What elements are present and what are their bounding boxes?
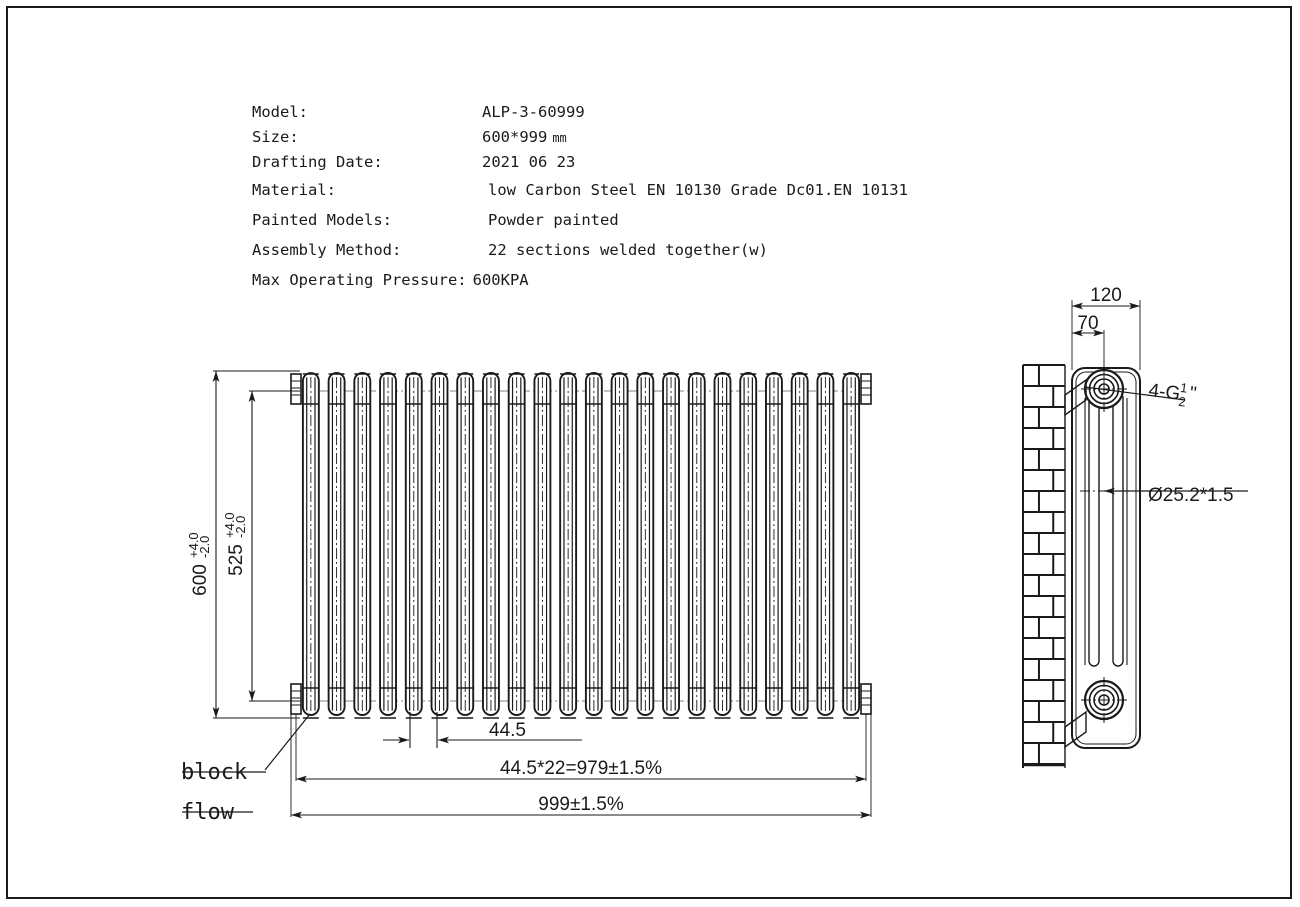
callout-flow: flow (181, 800, 235, 825)
valve-connection-top (1081, 366, 1127, 412)
front-view-radiator (290, 372, 872, 719)
drawing-frame-border (6, 6, 1292, 899)
callout-thread-prefix: 4-G (1147, 380, 1181, 405)
dimtext-pitch: 44.5 (489, 720, 526, 741)
spec-value-size: 600*999 (482, 128, 548, 146)
dimtext-height-600: 600 +4.0 -2.0 (186, 532, 212, 596)
spec-value-model: ALP-3-60999 (482, 103, 585, 121)
spec-row-painted-models: Painted Models: Powder painted (252, 205, 908, 235)
spec-row-assembly-method: Assembly Method: 22 sections welded toget… (252, 235, 908, 265)
dimtext-525-tol-plus: +4.0 (222, 512, 237, 538)
right-end-nipple (860, 373, 872, 715)
callout-block: block (181, 760, 247, 785)
valve-connection-bottom (1081, 677, 1127, 723)
radiator-sections (301, 372, 861, 719)
spec-row-max-pressure: Max Operating Pressure: 600KPA (252, 265, 908, 295)
spec-label-size: Size: (252, 128, 299, 146)
spec-label-assembly-method: Assembly Method: (252, 241, 402, 259)
callout-thread-denominator: 2 (1178, 394, 1187, 410)
callout-thread: 4-G 1 2 " (1147, 380, 1197, 410)
spec-value-drafting-date: 2021 06 23 (482, 153, 576, 171)
spec-row-material: Material: low Carbon Steel EN 10130 Grade… (252, 175, 908, 205)
dimtext-width-sections: 44.5*22=979±1.5% (500, 758, 662, 779)
leader-block-flow (264, 713, 311, 771)
left-end-nipple (290, 373, 302, 715)
dimtext-525-tol-minus: -2.0 (233, 516, 248, 538)
wall-bracket-bottom (1064, 710, 1087, 749)
spec-label-drafting-date: Drafting Date: (252, 153, 383, 171)
spec-label-material: Material: (252, 181, 336, 199)
dimtext-depth-70: 70 (1077, 313, 1098, 334)
callout-thread-numerator: 1 (1179, 380, 1188, 396)
callout-thread-suffix: " (1188, 383, 1197, 405)
spec-label-model: Model: (252, 103, 308, 121)
wall-brick-hatch (1023, 364, 1065, 765)
spec-value-painted-models: Powder painted (488, 211, 619, 229)
spec-row-drafting-date: Drafting Date: 2021 06 23 (252, 150, 908, 175)
dimtext-width-overall: 999±1.5% (538, 794, 624, 815)
dimtext-525-value: 525 (226, 544, 247, 576)
leader-thread-callout (1084, 386, 1186, 401)
dimtext-600-tol-minus: -2.0 (197, 536, 212, 558)
spec-label-max-pressure: Max Operating Pressure: (252, 271, 467, 289)
spec-row-size: Size: 600*999 mm (252, 125, 908, 150)
side-view-radiator (1022, 300, 1248, 768)
specification-block: Model: ALP-3-60999 Size: 600*999 mm Draftin… (252, 100, 908, 295)
spec-value-assembly-method: 22 sections welded together(w) (488, 241, 768, 259)
dimtext-height-525: 525 +4.0 -2.0 (222, 512, 248, 576)
spec-label-painted-models: Painted Models: (252, 211, 392, 229)
front-view-dimensions (182, 370, 872, 819)
dimtext-depth-120: 120 (1090, 285, 1122, 306)
wall-bracket-top (1064, 378, 1087, 417)
spec-value-material: low Carbon Steel EN 10130 Grade Dc01.EN … (488, 181, 908, 199)
dimtext-600-value: 600 (190, 564, 211, 596)
dimtext-600-tol-plus: +4.0 (186, 532, 201, 558)
spec-value-max-pressure: 600KPA (472, 271, 529, 289)
side-internal-tubes (1084, 392, 1128, 667)
spec-unit-size: mm (552, 131, 567, 145)
spec-row-model: Model: ALP-3-60999 (252, 100, 908, 125)
callout-tube-size: Ø25.2*1.5 (1148, 485, 1234, 506)
